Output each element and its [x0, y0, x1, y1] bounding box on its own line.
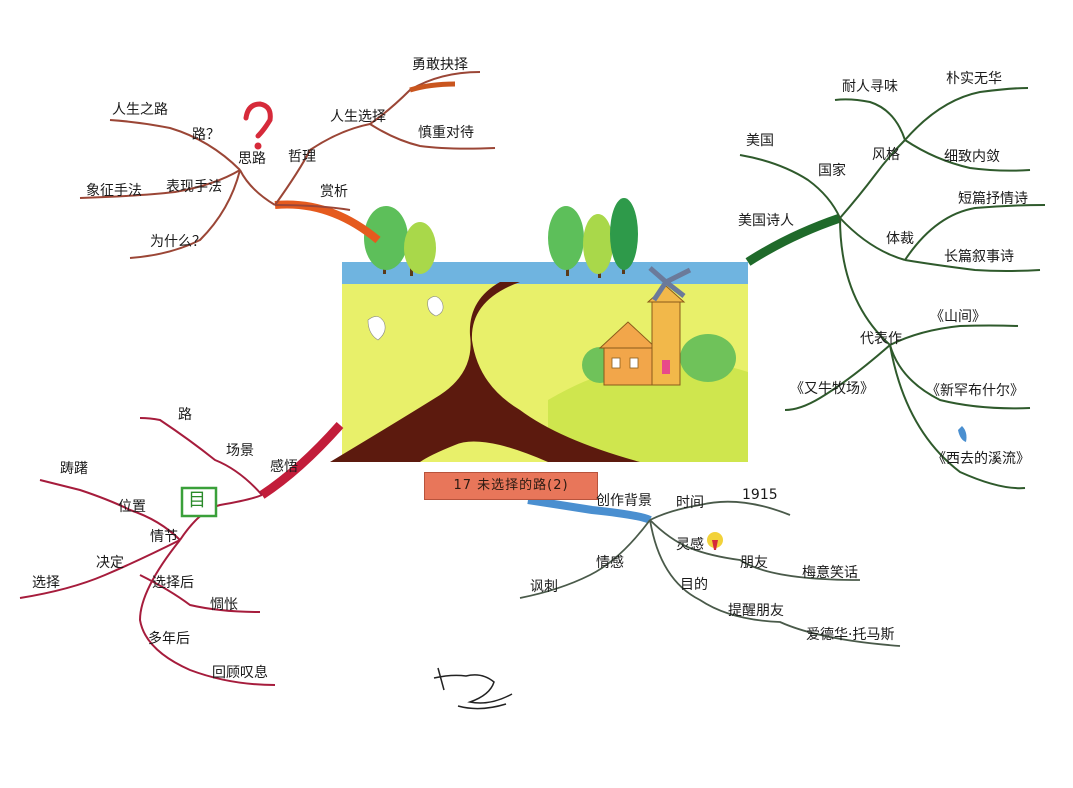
node-tixingpengyou: 提醒朋友 — [728, 603, 784, 619]
node-renshengxuanze: 人生选择 — [330, 109, 386, 125]
hill — [548, 360, 748, 462]
node-shijian: 时间 — [676, 495, 704, 511]
node-shenzhong: 慎重对待 — [418, 125, 474, 141]
node-huiguotanxi: 回顾叹息 — [212, 665, 268, 681]
trees-left — [364, 206, 436, 276]
node-biaoxianshoufa: 表现手法 — [166, 179, 222, 195]
node-ticai: 体裁 — [886, 231, 914, 247]
lightbulb-icon — [707, 532, 723, 550]
node-nairenxunwei: 耐人寻味 — [842, 79, 898, 95]
node-duanpian: 短篇抒情诗 — [958, 191, 1028, 207]
node-youniumuchang: 《又牛牧场》 — [790, 381, 874, 397]
node-lu-question: 路？ — [192, 127, 220, 143]
node-pengyou: 朋友 — [740, 555, 768, 571]
node-linggan: 灵感 — [676, 537, 704, 553]
node-xiangzhengshoufa: 象征手法 — [86, 183, 142, 199]
node-book-glyph: 目 — [188, 490, 206, 511]
node-mudi: 目的 — [680, 577, 708, 593]
node-shangxi: 赏析 — [320, 184, 348, 200]
node-silu: 思路 — [238, 151, 266, 167]
central-illustration — [330, 198, 748, 462]
blue-mark — [958, 426, 967, 442]
node-ganwu: 感悟 — [270, 459, 298, 475]
node-xinhanbushier: 《新罕布什尔》 — [926, 383, 1024, 399]
center-title: 17 未选择的路(2) — [424, 472, 598, 500]
node-qinggan: 情感 — [596, 555, 624, 571]
branch-upper-left — [79, 71, 496, 259]
node-xuanze: 选择 — [32, 575, 60, 591]
node-xuanzehou: 选择后 — [152, 575, 194, 591]
node-duonianhou: 多年后 — [148, 631, 190, 647]
node-lu: 路 — [178, 407, 192, 423]
node-guojia: 国家 — [818, 163, 846, 179]
node-chuangzuobeijing: 创作背景 — [596, 493, 652, 509]
trees-right — [548, 198, 638, 278]
node-1915: 1915 — [742, 487, 778, 503]
node-changpian: 长篇叙事诗 — [944, 249, 1014, 265]
branch-right — [739, 87, 1046, 490]
node-jueding: 决定 — [96, 555, 124, 571]
node-daibiaozuo: 代表作 — [860, 331, 902, 347]
node-xizhineilian: 细致内敛 — [944, 149, 1000, 165]
branch-lower-left — [19, 417, 344, 686]
bird-left — [367, 316, 386, 341]
node-meiguo-shiren: 美国诗人 — [738, 213, 794, 229]
book-icon — [180, 486, 218, 518]
sky-strip — [342, 262, 748, 284]
node-xiqudexiliu: 《西去的溪流》 — [932, 451, 1030, 467]
node-fengci: 讽刺 — [530, 579, 558, 595]
node-renshengzhilu: 人生之路 — [112, 102, 168, 118]
question-mark-icon — [243, 101, 273, 150]
node-fengge: 风格 — [872, 147, 900, 163]
node-shanjian: 《山间》 — [930, 309, 986, 325]
node-pushiwuhua: 朴实无华 — [946, 71, 1002, 87]
bird-right — [427, 296, 444, 317]
node-weishenme: 为什么？ — [150, 234, 206, 250]
node-zheli: 哲理 — [288, 149, 316, 165]
node-chouchang: 惆怅 — [210, 597, 238, 613]
house-with-windmill — [582, 266, 736, 386]
node-chouchu: 踌躇 — [60, 461, 88, 477]
node-yonggan: 勇敢抉择 — [412, 57, 468, 73]
node-meiyixiaohua: 梅意笑话 — [802, 565, 858, 581]
node-aidehua: 爱德华·托马斯 — [806, 627, 895, 643]
node-weizhi: 位置 — [118, 499, 146, 515]
forked-road — [330, 282, 640, 462]
node-changjing: 场景 — [226, 443, 254, 459]
branch-lower-right — [519, 496, 901, 647]
node-qingjie: 情节 — [150, 529, 178, 545]
signature — [433, 667, 513, 710]
node-meiguo: 美国 — [746, 133, 774, 149]
